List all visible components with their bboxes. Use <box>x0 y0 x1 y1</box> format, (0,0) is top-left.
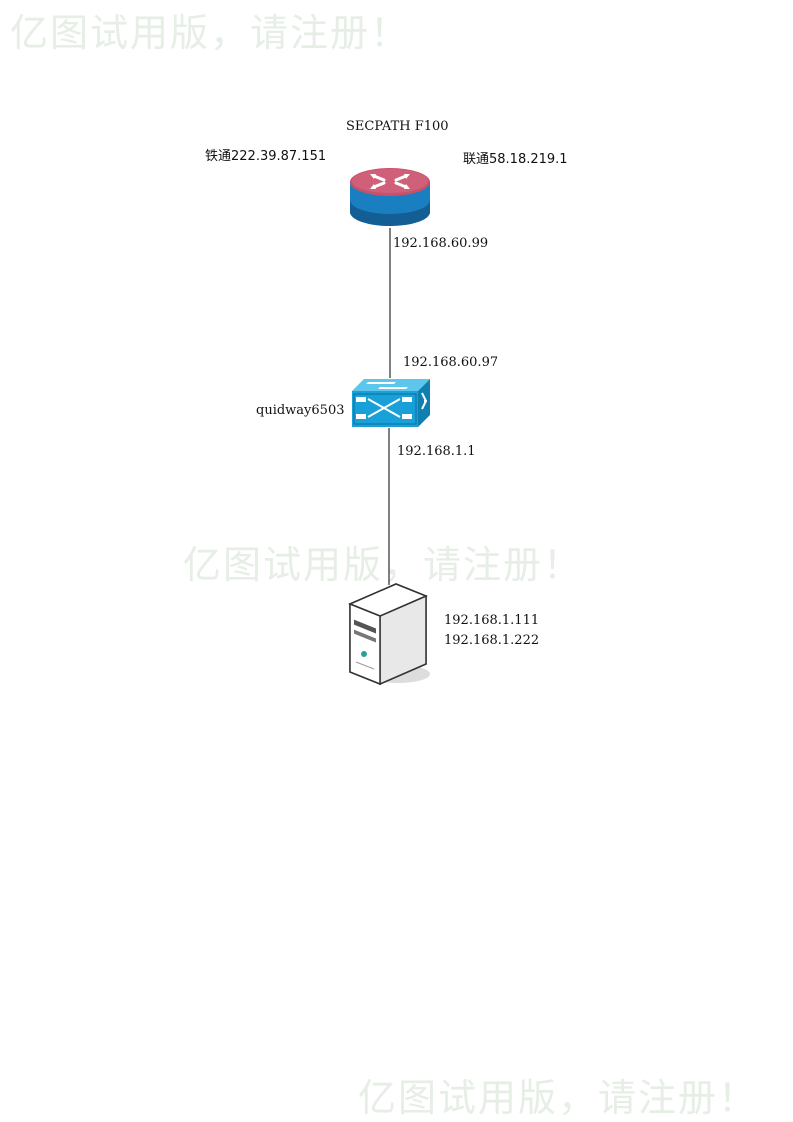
router-wan1-label: 铁通222.39.87.151 <box>205 149 327 164</box>
switch-downlink-ip: 192.168.1.1 <box>397 444 476 459</box>
router-wan2-label: 联通58.18.219.1 <box>463 152 568 167</box>
watermark-top: 亿图试用版，请注册！ <box>10 11 411 55</box>
switch-uplink-ip: 192.168.60.97 <box>403 355 499 370</box>
watermark-bottom: 亿图试用版，请注册！ <box>358 1076 759 1120</box>
watermark-middle: 亿图试用版，请注册！ <box>183 543 584 587</box>
switch-name: quidway6503 <box>256 403 345 418</box>
server-ip-2: 192.168.1.222 <box>444 633 540 648</box>
server-icon[interactable] <box>340 582 432 686</box>
switch-icon[interactable] <box>350 377 432 429</box>
router-icon[interactable] <box>348 164 432 230</box>
server-ip-1: 192.168.1.111 <box>444 613 540 628</box>
router-lan-ip: 192.168.60.99 <box>393 236 489 251</box>
router-name: SECPATH F100 <box>346 119 449 134</box>
